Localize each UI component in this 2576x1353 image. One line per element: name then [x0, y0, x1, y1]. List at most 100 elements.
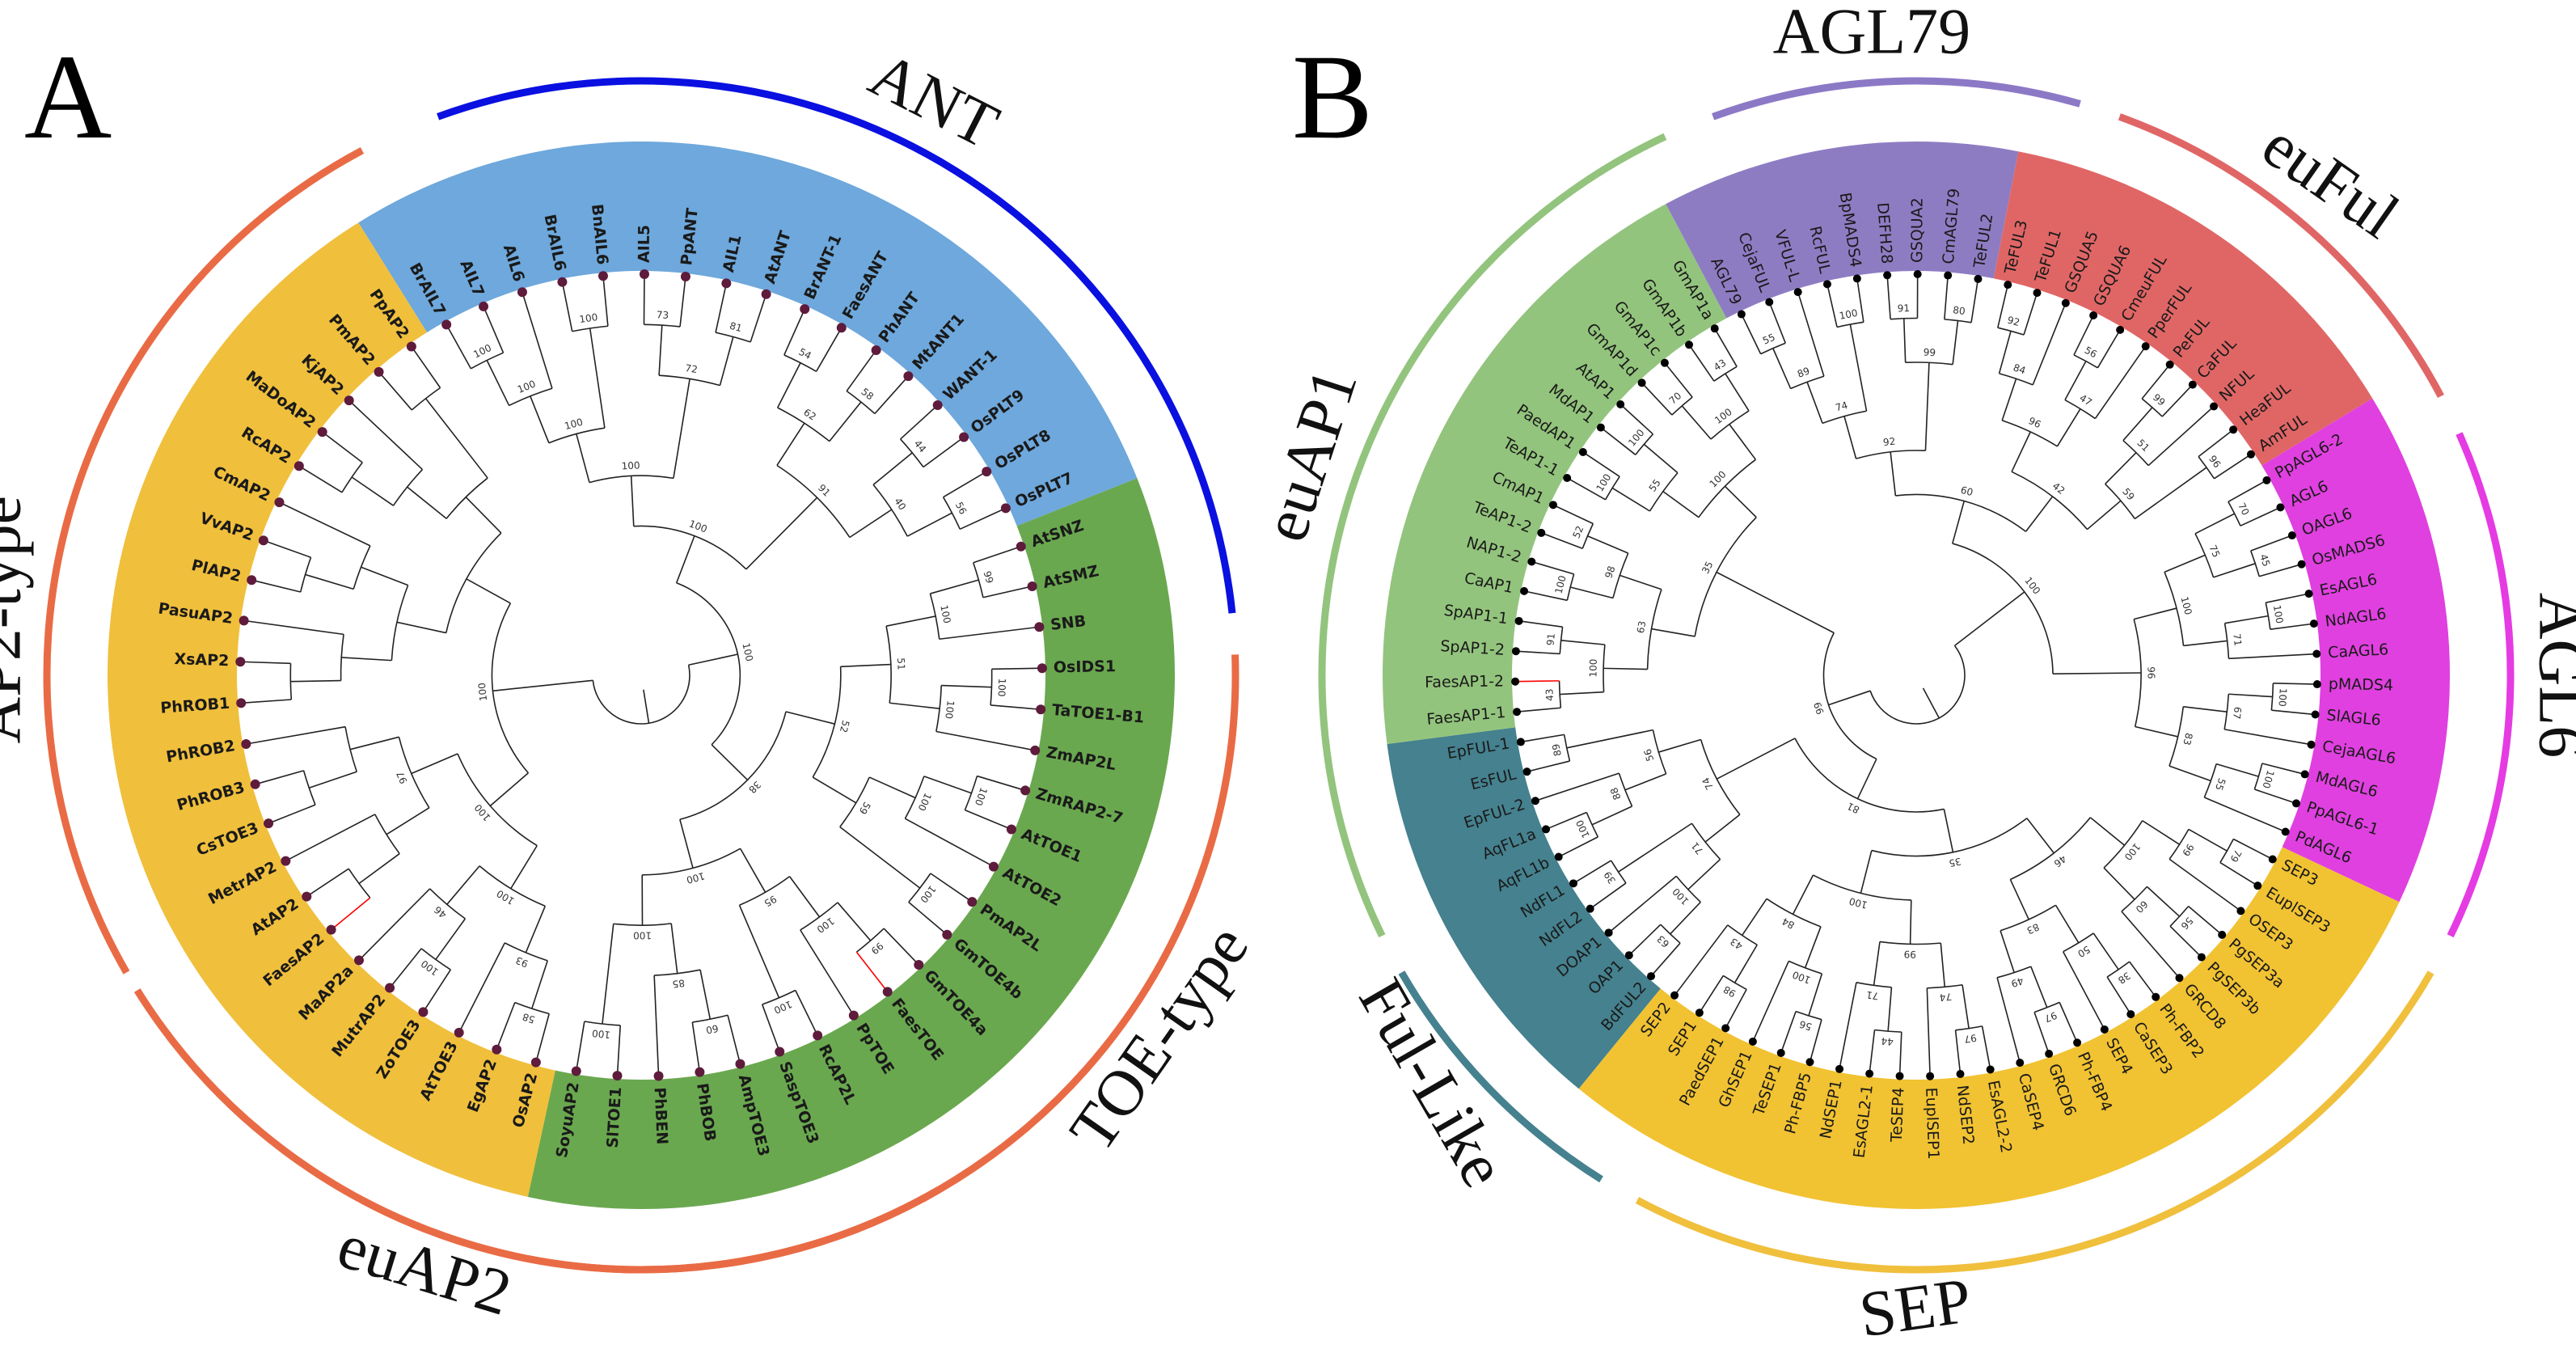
tip-node	[883, 987, 893, 996]
bootstrap-value: 56	[1642, 747, 1657, 763]
node-arc	[1796, 1012, 1822, 1020]
tip-node	[989, 862, 999, 872]
node-arc	[342, 463, 362, 493]
tip-node	[1586, 905, 1594, 913]
branch-snb	[940, 627, 1040, 639]
internal-branch	[466, 497, 501, 533]
branch-mtant1	[875, 376, 908, 413]
internal-branch	[1773, 349, 1791, 389]
bootstrap-value: 100	[685, 870, 706, 886]
bootstrap-value: 35	[1948, 856, 1962, 869]
tip-node	[1007, 825, 1016, 835]
branch-faestoe	[856, 952, 887, 991]
internal-branch	[1844, 416, 1856, 459]
group-label-agl79: AGL79	[1773, 0, 1970, 67]
tip-node	[1987, 1065, 1995, 1073]
bootstrap-value: 99	[1904, 949, 1917, 960]
internal-branch	[2053, 673, 2141, 674]
branch-slagl6	[2271, 710, 2315, 714]
tip-node	[2198, 953, 2206, 962]
tip-node	[1579, 448, 1587, 456]
internal-branch	[1953, 321, 1957, 365]
bootstrap-value: 100	[2271, 604, 2286, 624]
internal-branch	[2002, 378, 2016, 421]
tip-node	[2016, 1059, 2024, 1067]
internal-branch	[2183, 707, 2227, 712]
internal-branch	[1858, 759, 1877, 798]
branch-bnail6	[603, 276, 608, 326]
tip-node	[1670, 991, 1679, 1000]
tip-node	[259, 535, 268, 545]
branch-metrap2	[285, 814, 374, 861]
branch-pmads4	[2273, 683, 2316, 684]
node-arc	[1788, 961, 1822, 974]
tip-node	[813, 1030, 822, 1040]
branch-ndsep1	[1839, 983, 1856, 1069]
tip-label-osids1: OsIDS1	[1054, 657, 1117, 676]
bootstrap-value: 98	[1721, 983, 1738, 1000]
bootstrap-value: 100	[1574, 818, 1592, 840]
internal-branch	[1587, 536, 1628, 553]
branch-vful-l	[1798, 292, 1824, 376]
bootstrap-value: 88	[1608, 786, 1624, 801]
tip-node	[2062, 299, 2070, 307]
tip-node	[2045, 1050, 2053, 1058]
internal-branch	[1603, 668, 1647, 669]
bootstrap-value: 54	[797, 346, 813, 362]
bootstrap-value: 80	[1953, 304, 1966, 317]
bootstrap-value: 100	[621, 459, 640, 471]
bootstrap-value: 100	[471, 342, 493, 361]
internal-branch	[1688, 860, 1721, 890]
tip-node	[1520, 587, 1528, 595]
node-arc	[1997, 966, 2031, 978]
tip-node	[239, 615, 249, 625]
bootstrap-value: 100	[943, 700, 956, 719]
bootstrap-value: 100	[579, 311, 599, 325]
tip-node	[2247, 450, 2255, 459]
bootstrap-value: 70	[1667, 390, 1684, 407]
tip-node	[2269, 855, 2277, 863]
bootstrap-value: 100	[740, 642, 755, 662]
bootstrap-value: 60	[1959, 484, 1974, 499]
bootstrap-value: 70	[2236, 501, 2251, 518]
branch-oagl6	[2251, 535, 2292, 551]
bootstrap-value: 99	[1924, 347, 1936, 359]
tip-node	[2218, 931, 2226, 939]
tip-label-caagl6: CaAGL6	[2328, 641, 2389, 662]
internal-branch	[2195, 514, 2235, 534]
tip-node	[914, 960, 923, 970]
internal-branch	[426, 399, 488, 478]
internal-branch	[1923, 688, 1939, 718]
bootstrap-value: 56	[2083, 345, 2099, 361]
tip-node	[800, 304, 809, 314]
group-label-sep: SEP	[1856, 1265, 1976, 1349]
tip-node	[1001, 503, 1011, 513]
tip-node	[2210, 402, 2218, 410]
internal-branch	[2026, 497, 2053, 531]
bootstrap-value: 56	[953, 500, 969, 516]
branch-phrob2	[246, 727, 345, 744]
internal-branch	[631, 476, 634, 526]
internal-branch	[2216, 764, 2258, 776]
branch-gmtoe4b	[909, 902, 948, 934]
tip-node	[2276, 503, 2284, 511]
bootstrap-value: 52	[1571, 524, 1586, 540]
tip-node	[454, 1028, 464, 1038]
internal-branch	[2031, 966, 2047, 1008]
tip-node	[872, 345, 881, 355]
tip-node	[1020, 785, 1030, 795]
internal-branch	[1670, 902, 1701, 933]
tip-node	[903, 371, 913, 381]
bootstrap-value: 97	[2043, 1009, 2059, 1025]
internal-branch	[1663, 492, 1699, 518]
tip-node	[1926, 1072, 1934, 1080]
branch-gmtoe4a	[884, 928, 918, 965]
branch-atant	[750, 294, 766, 342]
tip-node	[1957, 1070, 1965, 1078]
bootstrap-value: 97	[1963, 1032, 1977, 1045]
internal-branch	[659, 325, 662, 375]
bootstrap-value: 71	[1689, 839, 1705, 856]
tip-node	[1511, 678, 1519, 686]
internal-branch	[2143, 821, 2180, 844]
